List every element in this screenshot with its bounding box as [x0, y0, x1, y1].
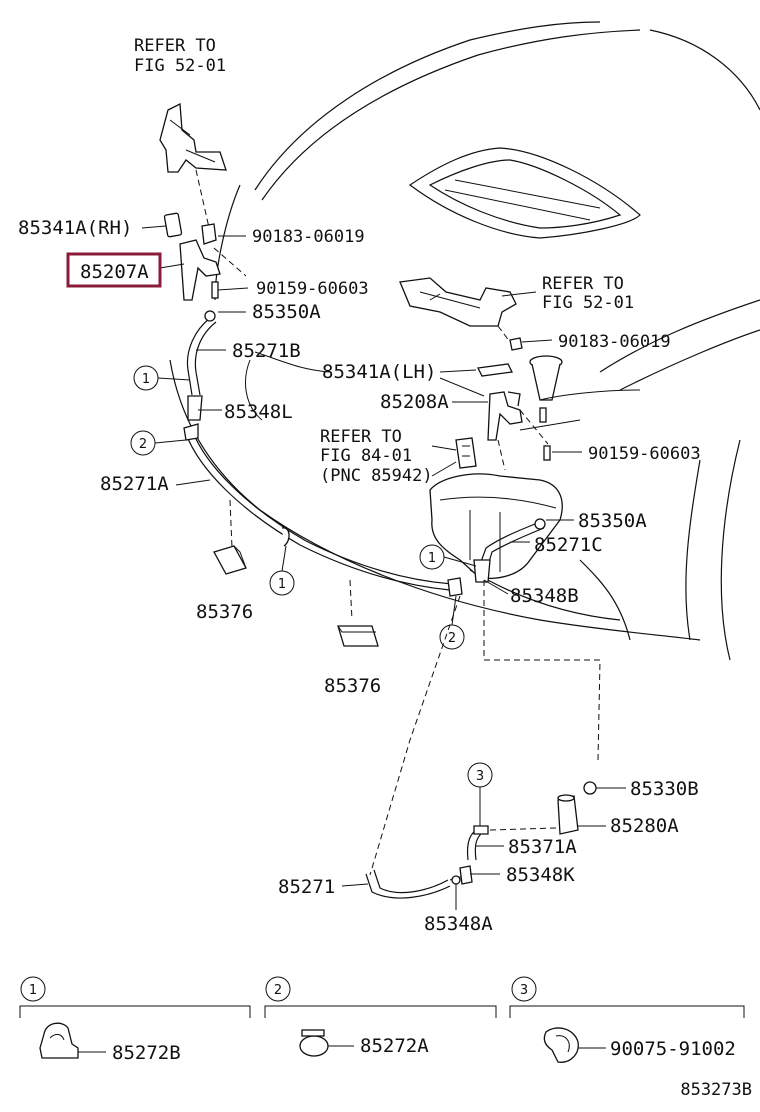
leader-85271a: [175, 479, 211, 486]
label-85376-mid: 85376: [324, 675, 381, 697]
pad-85376-left: [213, 545, 247, 575]
leader-85348b: [483, 579, 509, 595]
label-refer-84-2: FIG 84-01: [320, 446, 412, 466]
label-85376-left: 85376: [196, 601, 253, 623]
label-90183-right: 90183-06019: [558, 332, 671, 352]
leader-90183-right: [521, 339, 553, 343]
label-legend-85272a: 85272A: [360, 1035, 429, 1057]
highlight-box-85207a: [66, 252, 162, 288]
label-85208a: 85208A: [380, 391, 449, 413]
label-refer-52-top-2: FIG 52-01: [134, 56, 226, 76]
callout-3-lower: 3: [467, 762, 493, 828]
callout-1-right: 1: [419, 544, 477, 570]
hood-outline: [214, 21, 760, 391]
label-85350a-left: 85350A: [252, 301, 321, 323]
svg-text:1: 1: [428, 551, 436, 566]
label-85348k: 85348K: [506, 864, 575, 886]
label-refer-52-top-1: REFER TO: [134, 36, 216, 56]
legend-1: 1 85272B: [19, 976, 251, 1064]
label-85271a: 85271A: [100, 473, 169, 495]
svg-text:2: 2: [448, 631, 456, 646]
label-85341a-lh: 85341A(LH): [322, 361, 436, 383]
label-85348b: 85348B: [510, 585, 579, 607]
leader-85271: [341, 883, 369, 887]
svg-text:1: 1: [278, 577, 286, 592]
pad-85341a-lh: [477, 363, 513, 377]
leader-85341a-lh: [439, 369, 477, 373]
label-85371a: 85371A: [508, 836, 577, 858]
pump-85280a: [557, 794, 579, 835]
callout-2-mid: 2: [439, 595, 465, 650]
nozzle-85208a: [487, 391, 547, 441]
leader-85341a-rh: [141, 225, 167, 229]
pad-85376-mid: [337, 625, 379, 647]
label-85341a-rh: 85341A(RH): [18, 217, 132, 239]
svg-text:2: 2: [274, 983, 282, 998]
legend-2: 2 85272A: [264, 976, 497, 1057]
dash-bracket-to-nozzle: [195, 169, 211, 233]
hood-scoop: [408, 147, 641, 239]
label-85348l: 85348L: [224, 401, 293, 423]
clip-90159-right: [543, 445, 551, 461]
label-85271b: 85271B: [232, 340, 301, 362]
label-refer-84-3: (PNC 85942): [320, 466, 433, 486]
washer-inlet: [529, 355, 641, 401]
cowl-bracket-left: [159, 102, 227, 173]
label-legend-90075: 90075-91002: [610, 1038, 736, 1060]
svg-text:3: 3: [476, 769, 484, 784]
label-legend-85272b: 85272B: [112, 1042, 181, 1064]
leader-refer-84: [431, 445, 457, 451]
label-90159-top: 90159-60603: [256, 279, 369, 299]
leader-85207a: [159, 263, 185, 269]
label-90183-top: 90183-06019: [252, 227, 365, 247]
hose-85271: [365, 869, 451, 899]
hose-85271c: [473, 518, 546, 583]
hose-85271b: [186, 310, 217, 421]
label-85271c: 85271C: [534, 534, 603, 556]
callout-2-left: 2: [130, 430, 187, 456]
nozzle-85207a: [163, 212, 221, 301]
cowl-bracket-right: [399, 277, 517, 327]
svg-text:3: 3: [520, 983, 528, 998]
callout-1-left: 1: [133, 365, 191, 391]
leader-refer-52-right: [501, 291, 537, 297]
legend-3: 3 90075-91002: [509, 976, 745, 1063]
label-refer-84-1: REFER TO: [320, 427, 402, 447]
label-85280a: 85280A: [610, 815, 679, 837]
washer-tank: [429, 473, 563, 580]
diagram-id: 853273B: [680, 1080, 752, 1100]
svg-text:2: 2: [139, 437, 147, 452]
label-85350a-right: 85350A: [578, 510, 647, 532]
label-refer-52-right-1: REFER TO: [542, 274, 624, 294]
joint-85348k: [459, 865, 473, 885]
grommet-85330b: [583, 781, 597, 795]
clip-90183-right: [509, 337, 523, 351]
connector-fig-84: [455, 437, 477, 469]
svg-text:1: 1: [142, 372, 150, 387]
label-85330b: 85330B: [630, 778, 699, 800]
svg-text:1: 1: [29, 983, 37, 998]
callout-1-hose: 1: [269, 545, 295, 596]
hose-85271a: [183, 423, 463, 597]
label-85271: 85271: [278, 876, 335, 898]
label-85207a[interactable]: 85207A: [80, 261, 149, 283]
leader-90159-top: [217, 287, 249, 291]
label-85348a: 85348A: [424, 913, 493, 935]
hose-85371a: [466, 825, 557, 861]
label-refer-52-right-2: FIG 52-01: [542, 293, 634, 313]
label-90159-right: 90159-60603: [588, 444, 701, 464]
